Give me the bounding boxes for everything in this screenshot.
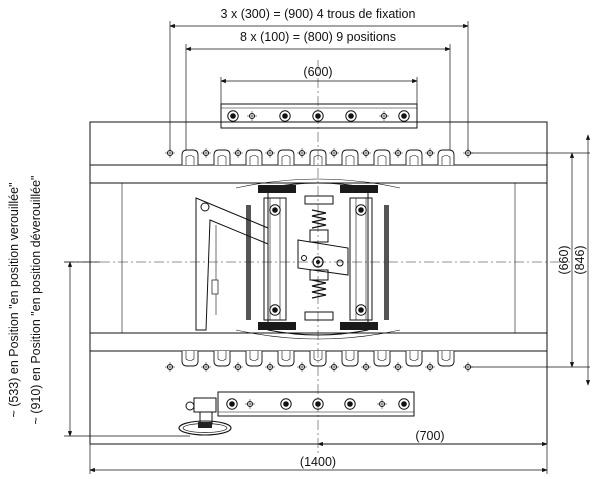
label-overall-width: (1400) [300,455,336,469]
label-holes: 3 x (300) = (900) 4 trous de fixation [221,7,416,21]
lower-mounting-bar [217,391,415,417]
handle-assembly [178,397,232,436]
label-positions: 8 x (100) = (800) 9 positions [240,30,396,44]
label-unlocked-position: ~ (910) en Position "en position déverou… [29,176,43,425]
label-offset: (700) [415,429,444,443]
label-locked-position: ~ (533) en Position "en position verouil… [7,182,21,417]
outer-frame [89,121,548,445]
carriage-mechanism [235,178,401,340]
center-lines [64,60,570,455]
dimension-overall-width [89,444,548,474]
upper-mounting-bar [220,103,418,129]
dimension-height [470,134,591,386]
dimension-lever-reach [64,261,190,437]
dimension-positions [185,44,451,155]
label-height-inner: (660) [557,245,571,274]
label-height-outer: (846) [573,245,587,274]
locking-lever [195,197,269,331]
dimension-holes [169,21,469,155]
label-upper-bar: (600) [303,65,332,79]
dimension-upper-bar [220,77,418,104]
